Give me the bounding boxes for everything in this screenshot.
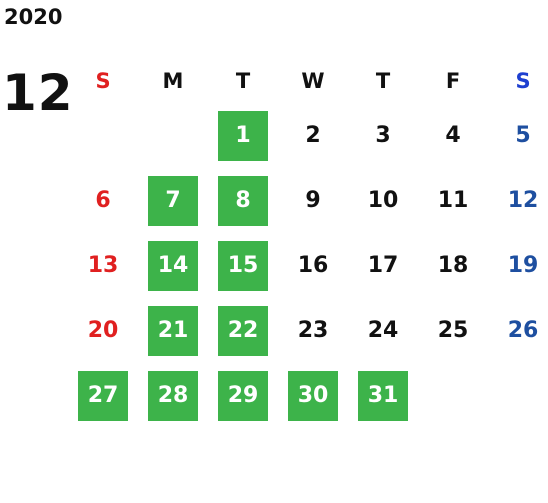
calendar-day-number: 17 [367,253,399,278]
calendar-day-number: 23 [297,318,329,343]
weekday-sunday: S [95,68,111,93]
calendar-day-number: 22 [218,305,268,356]
calendar-day[interactable]: 17 [348,233,418,298]
calendar-day[interactable]: 13 [68,233,138,298]
calendar-day-number: 25 [437,318,469,343]
calendar-day-number: 28 [148,370,198,421]
weekday-tuesday: T [235,68,251,93]
weekday-monday: M [162,68,184,93]
calendar-day[interactable]: 4 [418,103,488,168]
weekday-saturday: S [515,68,531,93]
calendar-day-number: 15 [218,240,268,291]
calendar-day-number: 8 [218,175,268,226]
calendar-day-number: 30 [288,370,338,421]
calendar-day[interactable]: 30 [278,363,348,428]
month-number: 12 [2,64,74,122]
calendar-day-number: 29 [218,370,268,421]
calendar-day-number: 12 [507,188,539,213]
calendar-day[interactable]: 15 [208,233,278,298]
calendar-day[interactable]: 22 [208,298,278,363]
calendar-day[interactable]: 1 [208,103,278,168]
calendar-day-number: 4 [445,123,461,148]
calendar-day-number: 5 [515,123,531,148]
calendar-day[interactable]: 24 [348,298,418,363]
calendar-day[interactable]: 20 [68,298,138,363]
calendar-day[interactable]: 16 [278,233,348,298]
calendar-day[interactable]: 21 [138,298,208,363]
calendar-empty-cell [138,103,208,168]
weekday-wednesday: W [301,68,325,93]
calendar-day-number: 19 [507,253,539,278]
calendar-day[interactable]: 2 [278,103,348,168]
calendar-day-number: 21 [148,305,198,356]
calendar-day[interactable]: 14 [138,233,208,298]
calendar-day-number: 14 [148,240,198,291]
calendar-day[interactable]: 23 [278,298,348,363]
calendar-day-number: 26 [507,318,539,343]
weekday-friday: F [445,68,461,93]
calendar-day[interactable]: 9 [278,168,348,233]
calendar-day-number: 3 [375,123,391,148]
weekday-thursday: T [375,68,391,93]
calendar-day[interactable]: 8 [208,168,278,233]
calendar-day[interactable]: 26 [488,298,548,363]
calendar-day[interactable]: 7 [138,168,208,233]
calendar-day-number: 11 [437,188,469,213]
calendar-day-number: 1 [218,110,268,161]
calendar-empty-cell [488,363,548,428]
calendar-day[interactable]: 3 [348,103,418,168]
calendar-day-number: 7 [148,175,198,226]
calendar-day-number: 24 [367,318,399,343]
calendar-day[interactable]: 5 [488,103,548,168]
calendar-day-number: 27 [78,370,128,421]
calendar-day-number: 31 [358,370,408,421]
calendar-day[interactable]: 31 [348,363,418,428]
calendar-empty-cell [68,103,138,168]
calendar-day[interactable]: 29 [208,363,278,428]
calendar-day[interactable]: 18 [418,233,488,298]
calendar-day-number: 9 [305,188,321,213]
calendar-day-number: 18 [437,253,469,278]
calendar-day[interactable]: 12 [488,168,548,233]
calendar-day-number: 13 [87,253,119,278]
calendar-day[interactable]: 6 [68,168,138,233]
calendar-day[interactable]: 27 [68,363,138,428]
calendar-day-number: 6 [95,188,111,213]
calendar-day-number: 2 [305,123,321,148]
calendar-day-number: 10 [367,188,399,213]
calendar-day[interactable]: 19 [488,233,548,298]
calendar-day[interactable]: 28 [138,363,208,428]
calendar-day[interactable]: 10 [348,168,418,233]
calendar-day-number: 16 [297,253,329,278]
year-label: 2020 [4,5,63,29]
calendar-day[interactable]: 11 [418,168,488,233]
calendar-day[interactable]: 25 [418,298,488,363]
calendar-empty-cell [418,363,488,428]
calendar-day-number: 20 [87,318,119,343]
